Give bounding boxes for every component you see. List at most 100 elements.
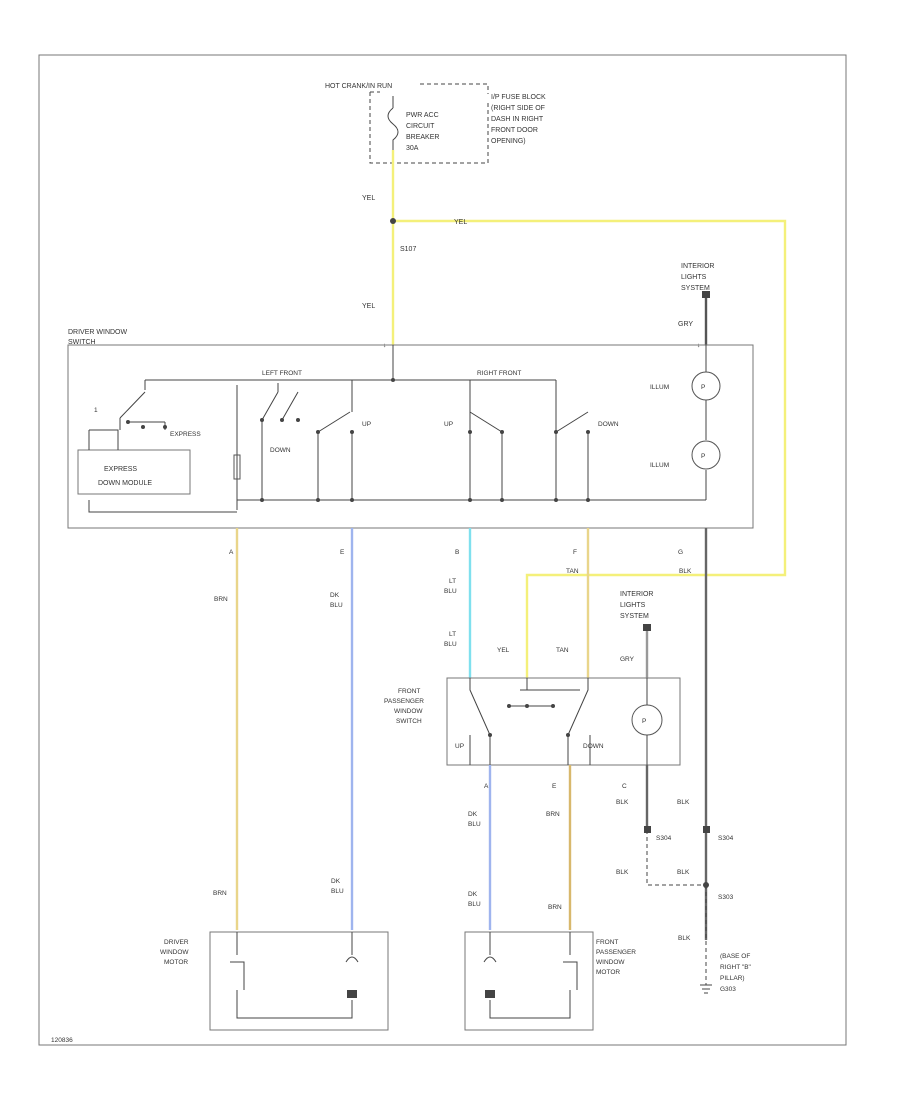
wire-label-brn-3: BRN	[213, 890, 227, 897]
wire-label-blk-1: BLK	[679, 568, 692, 575]
svg-text:DASH IN RIGHT: DASH IN RIGHT	[491, 116, 544, 123]
wire-label-dkblu-3: DK BLU	[331, 878, 344, 895]
wire-label-gry-mid: GRY	[620, 656, 635, 663]
express-down-module-label: EXPRESS DOWN MODULE	[98, 466, 152, 487]
node	[500, 498, 504, 502]
svg-text:PWR ACC: PWR ACC	[406, 112, 439, 119]
svg-text:EXPRESS: EXPRESS	[104, 466, 137, 473]
ground-symbol	[700, 984, 712, 994]
pin-g-label: G	[678, 549, 683, 556]
svg-text:SWITCH: SWITCH	[396, 718, 422, 725]
svg-text:BLU: BLU	[331, 888, 344, 895]
splice-s304-left	[644, 826, 651, 833]
svg-text:OPENING): OPENING)	[491, 138, 526, 145]
passenger-illum-lamp	[631, 704, 663, 736]
wire-label-brn-1: BRN	[214, 596, 228, 603]
svg-text:INTERIOR: INTERIOR	[681, 263, 714, 270]
left-front-down-switch	[236, 383, 299, 510]
pin-a-label: A	[229, 549, 234, 556]
wire-label-blk-2: BLK	[616, 799, 629, 806]
interior-lights-mid-label: INTERIOR LIGHTS SYSTEM	[620, 591, 653, 620]
right-front-up-switch	[469, 380, 503, 500]
circuit-breaker-symbol	[387, 96, 399, 150]
passenger-window-motor-box	[464, 931, 594, 1031]
svg-text:DK: DK	[468, 891, 478, 898]
passenger-motor-terminal	[485, 990, 495, 998]
splice-s303-label: S303	[718, 894, 734, 901]
left-front-label: LEFT FRONT	[262, 370, 302, 377]
svg-text:FRONT: FRONT	[596, 939, 618, 946]
left-front-up-switch	[317, 380, 353, 500]
svg-text:PILLAR): PILLAR)	[720, 975, 745, 982]
wire-label-gry-top: GRY	[678, 321, 693, 328]
splice-s107-label: S107	[400, 246, 416, 253]
node	[551, 704, 555, 708]
node	[316, 498, 320, 502]
svg-text:30A: 30A	[406, 145, 419, 152]
wire-label-dkblu-4: DK BLU	[468, 891, 481, 908]
passenger-window-switch-label: FRONT PASSENGER WINDOW SWITCH	[384, 688, 424, 725]
illum-label-1: ILLUM	[650, 384, 669, 391]
svg-text:BLU: BLU	[444, 588, 457, 595]
node	[260, 418, 264, 422]
svg-text:I/P FUSE BLOCK: I/P FUSE BLOCK	[491, 94, 546, 101]
splice-s304-right	[703, 826, 710, 833]
interior-lights-top-label: INTERIOR LIGHTS SYSTEM	[681, 263, 714, 292]
right-front-down-switch	[555, 380, 589, 500]
svg-text:LT: LT	[449, 631, 456, 638]
node	[350, 430, 354, 434]
illum-lamp-1	[691, 371, 721, 401]
node	[586, 430, 590, 434]
node	[500, 430, 504, 434]
node	[468, 498, 472, 502]
wire-label-brn-4: BRN	[548, 904, 562, 911]
wire-label-blk-3: BLK	[677, 799, 690, 806]
splice-s304-label-left: S304	[656, 835, 672, 842]
hot-fused-label: HOT CRANK/IN RUN	[325, 83, 392, 90]
wire-label-yel-3: YEL	[362, 303, 375, 310]
switch-bus-top	[145, 345, 556, 381]
svg-text:DRIVER WINDOW: DRIVER WINDOW	[68, 329, 128, 336]
svg-text:DK: DK	[330, 592, 340, 599]
fuse-block-outline	[369, 83, 489, 164]
wire-label-blk-5: BLK	[677, 869, 690, 876]
wire-blk-dashed	[646, 830, 706, 886]
node	[468, 430, 472, 434]
connector-mark-2: ↓	[697, 342, 700, 349]
svg-text:(BASE OF: (BASE OF	[720, 953, 750, 960]
wire-label-dkblu-1: DK BLU	[330, 592, 343, 609]
interior-lights-top-terminal	[702, 291, 710, 298]
wire-label-blk-4: BLK	[616, 869, 629, 876]
wire-label-dkblu-2: DK BLU	[468, 811, 481, 828]
svg-text:FRONT: FRONT	[398, 688, 420, 695]
svg-text:LIGHTS: LIGHTS	[681, 274, 707, 281]
svg-text:SWITCH: SWITCH	[68, 339, 96, 346]
node	[488, 733, 492, 737]
wire-label-brn-2: BRN	[546, 811, 560, 818]
right-front-label: RIGHT FRONT	[477, 370, 521, 377]
svg-text:PASSENGER: PASSENGER	[384, 698, 424, 705]
node	[163, 425, 167, 429]
splice-s107-dot	[390, 218, 396, 224]
passenger-switch-contacts	[469, 678, 591, 765]
lamp-symbol-1: P	[701, 384, 705, 391]
svg-text:WINDOW: WINDOW	[160, 949, 189, 956]
pin-f-label: F	[573, 549, 577, 556]
svg-text:WINDOW: WINDOW	[596, 959, 625, 966]
svg-text:BLU: BLU	[444, 641, 457, 648]
passenger-window-switch-box	[446, 677, 681, 766]
down-label-right: DOWN	[598, 421, 619, 428]
node	[554, 498, 558, 502]
svg-text:LIGHTS: LIGHTS	[620, 602, 646, 609]
ground-g303-label: (BASE OF RIGHT "B" PILLAR) G303	[720, 953, 752, 993]
passenger-window-motor-label: FRONT PASSENGER WINDOW MOTOR	[596, 939, 636, 976]
wire-label-yel-2: YEL	[454, 219, 467, 226]
wire-label-tan-1: TAN	[566, 568, 579, 575]
node	[525, 704, 529, 708]
driver-motor-internals	[230, 932, 359, 1019]
lamp-symbol-3: P	[642, 718, 646, 725]
express-down-module	[77, 449, 191, 495]
passenger-motor-internals	[483, 932, 578, 1019]
svg-text:RIGHT "B": RIGHT "B"	[720, 964, 752, 971]
